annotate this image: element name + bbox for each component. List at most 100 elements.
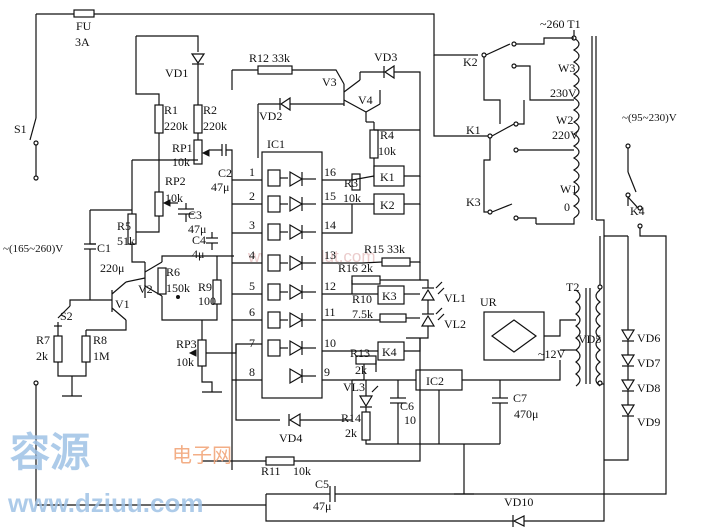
switch-s2: S2 xyxy=(54,305,73,330)
relay-contact-k2: K2 xyxy=(463,37,574,101)
capacitor-c7: C7 470μ xyxy=(492,380,538,444)
svg-text:12: 12 xyxy=(324,279,336,293)
svg-text:51k: 51k xyxy=(117,234,135,248)
svg-text:7.5k: 7.5k xyxy=(352,307,373,321)
ic1-pins-left: 1 2 3 4 5 6 7 8 xyxy=(249,165,255,379)
input-voltage-label: ~(165~260)V xyxy=(3,243,63,255)
watermark-brand: 容源 xyxy=(10,430,90,476)
ic1-pins-right: 16 15 14 13 12 11 10 9 xyxy=(324,165,336,379)
svg-text:47μ: 47μ xyxy=(313,499,331,513)
svg-text:1: 1 xyxy=(249,165,255,179)
svg-text:10: 10 xyxy=(324,336,336,350)
svg-text:R11: R11 xyxy=(261,464,281,478)
svg-text:4: 4 xyxy=(249,248,255,262)
svg-text:2: 2 xyxy=(249,189,255,203)
svg-text:2k: 2k xyxy=(36,349,48,363)
svg-text:VL3: VL3 xyxy=(343,380,365,394)
svg-text:C3: C3 xyxy=(188,208,202,222)
svg-text:2k: 2k xyxy=(345,426,357,440)
svg-text:16: 16 xyxy=(324,165,336,179)
svg-text:100: 100 xyxy=(198,294,216,308)
svg-text:V2: V2 xyxy=(138,282,153,296)
diode-vd4: VD4 xyxy=(279,412,302,445)
svg-text:R13: R13 xyxy=(350,346,370,360)
svg-text:K2: K2 xyxy=(463,55,478,69)
svg-text:8: 8 xyxy=(249,365,255,379)
svg-text:VL1: VL1 xyxy=(444,291,466,305)
svg-text:VD4: VD4 xyxy=(279,431,302,445)
resistor-r5: R5 51k xyxy=(117,213,137,248)
diode-vd7: VD7 xyxy=(620,354,660,370)
resistor-r8: R8 1M xyxy=(81,333,110,363)
relay-coil-k1: K1 xyxy=(373,165,405,187)
transistor-v2: V2 xyxy=(125,261,163,298)
svg-text:S2: S2 xyxy=(60,309,73,323)
svg-text:47μ: 47μ xyxy=(211,180,229,194)
svg-text:C4: C4 xyxy=(192,233,206,247)
svg-text:R16 2k: R16 2k xyxy=(338,261,373,275)
relay-contact-k4: K4 xyxy=(625,192,645,229)
svg-text:IC2: IC2 xyxy=(426,374,444,388)
capacitor-c4: C4 4μ xyxy=(192,232,218,261)
svg-text:220V: 220V xyxy=(552,128,579,142)
svg-text:4μ: 4μ xyxy=(192,247,204,261)
svg-text:VL2: VL2 xyxy=(444,317,466,331)
resistor-r6: R6 150k xyxy=(157,265,190,295)
resistor-r4: R4 10k xyxy=(369,128,396,159)
ic1-internal-channels xyxy=(267,169,316,385)
svg-text:VD10: VD10 xyxy=(504,495,533,509)
svg-text:RP1: RP1 xyxy=(172,141,193,155)
svg-text:6: 6 xyxy=(249,305,255,319)
svg-text:C1: C1 xyxy=(97,241,111,255)
svg-text:VD2: VD2 xyxy=(259,109,282,123)
svg-text:R8: R8 xyxy=(93,333,107,347)
transformer-t2: T2 VD5 xyxy=(566,280,601,387)
relay-contact-k1: K1 xyxy=(433,55,574,153)
svg-text:K1: K1 xyxy=(380,170,395,184)
diode-vd9: VD9 xyxy=(620,404,660,429)
resistor-r10: R10 7.5k xyxy=(352,292,407,323)
svg-text:10k: 10k xyxy=(343,191,361,205)
relay-coil-k3: K3 xyxy=(377,285,405,305)
svg-text:47μ: 47μ xyxy=(188,222,206,236)
diode-vd8: VD8 xyxy=(620,379,660,395)
svg-text:3: 3 xyxy=(249,218,255,232)
diode-vd2: VD2 xyxy=(257,96,344,158)
svg-text:VD9: VD9 xyxy=(637,415,660,429)
svg-text:K3: K3 xyxy=(382,289,397,303)
svg-text:UR: UR xyxy=(480,295,497,309)
svg-text:V3: V3 xyxy=(322,75,337,89)
svg-text:R5: R5 xyxy=(117,219,131,233)
capacitor-c3: C3 47μ xyxy=(170,202,206,236)
svg-text:3A: 3A xyxy=(75,35,90,49)
svg-text:C7: C7 xyxy=(513,391,527,405)
capacitor-c1: C1 220μ xyxy=(84,241,124,300)
svg-text:R15 33k: R15 33k xyxy=(364,242,405,256)
svg-text:~12V: ~12V xyxy=(538,347,565,361)
svg-text:K1: K1 xyxy=(466,123,481,137)
transistor-v1: V1 xyxy=(90,281,130,321)
svg-text:K4: K4 xyxy=(382,345,397,359)
svg-text:S1: S1 xyxy=(14,122,27,136)
svg-text:R6: R6 xyxy=(166,265,180,279)
svg-text:13: 13 xyxy=(324,248,336,262)
svg-text:15: 15 xyxy=(324,189,336,203)
led-vl2: VL2 xyxy=(420,307,466,331)
svg-text:R12 33k: R12 33k xyxy=(249,51,290,65)
svg-text:10k: 10k xyxy=(378,144,396,158)
svg-text:470μ: 470μ xyxy=(514,407,538,421)
led-vl3: VL3 xyxy=(343,380,379,408)
svg-text:220k: 220k xyxy=(203,119,227,133)
svg-text:R2: R2 xyxy=(203,103,217,117)
svg-text:220μ: 220μ xyxy=(100,261,124,275)
regulator-ic2: IC2 xyxy=(415,369,463,391)
transformer-t1: W3 230V W2 220V W1 0 xyxy=(550,36,597,220)
bridge-rectifier-ur: UR ~12V xyxy=(480,295,565,361)
svg-text:230V: 230V xyxy=(550,86,577,100)
svg-text:2k: 2k xyxy=(355,363,367,377)
svg-text:VD3: VD3 xyxy=(374,50,397,64)
watermark-subtitle: 电子网 xyxy=(172,443,232,467)
switch-s1: S1 xyxy=(14,117,39,146)
ic1: IC1 xyxy=(261,137,323,399)
